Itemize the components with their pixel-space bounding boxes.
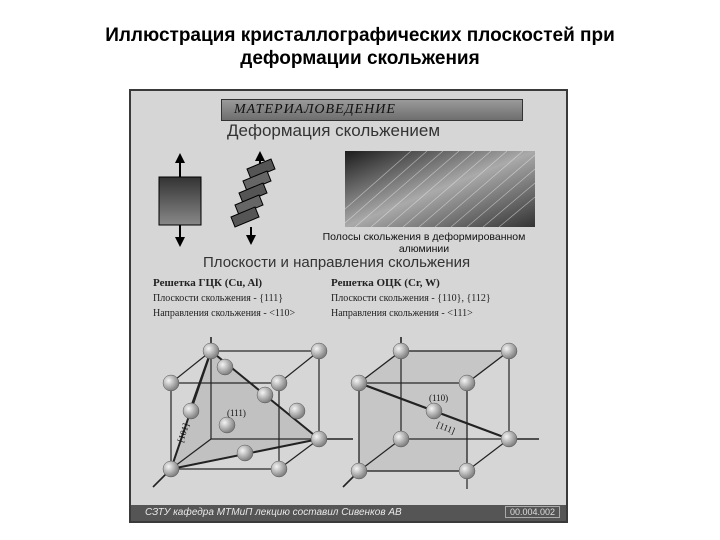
poster-footer: СЗТУ кафедра МТМиП лекцию составил Сивен… [131,505,566,521]
slip-bands-photo [344,150,536,228]
slip-illustrations [158,150,536,247]
bcc-title: Решетка ОЦК (Cr, W) [331,277,440,289]
fcc-planes: Плоскости скольжения - {111} [153,293,284,304]
fcc-title: Решетка ГЦК (Cu, Al) [153,277,263,289]
section-title-planes: Плоскости и направления скольжения [203,254,471,271]
slipped-block [230,151,276,245]
bcc-planes: Плоскости скольжения - {110}, {112} [331,293,491,304]
bcc-atoms [350,342,518,480]
fcc-description: Решетка ГЦК (Cu, Al) Плоскости скольжени… [153,276,295,321]
poster-header: МАТЕРИАЛОВЕДЕНИЕ [221,99,523,121]
bcc-directions: Направления скольжения - <111> [331,308,473,319]
fcc-directions: Направления скольжения - <110> [153,308,296,319]
photo-caption: Полосы скольжения в деформированном алюм… [322,231,526,255]
section-title-slip-deformation: Деформация скольжением [227,121,441,140]
bcc-description: Решетка ОЦК (Cr, W) Плоскости скольжения… [331,276,491,321]
undeformed-block [158,153,202,247]
footer-code: 00.004.002 [504,506,560,518]
fcc-plane-label: (111) [227,408,246,418]
footer-credit: СЗТУ кафедра МТМиП лекцию составил Сивен… [145,507,402,518]
lattice-diagrams: (111) [101] (110) [111] [152,337,539,489]
fcc-atoms [162,342,328,478]
poster-image: МАТЕРИАЛОВЕДЕНИЕ Деформация скольжением [129,89,568,523]
bcc-plane-label: (110) [429,393,448,403]
poster-header-text: МАТЕРИАЛОВЕДЕНИЕ [234,102,396,117]
slide-title: Иллюстрация кристаллографических плоскос… [105,25,615,69]
